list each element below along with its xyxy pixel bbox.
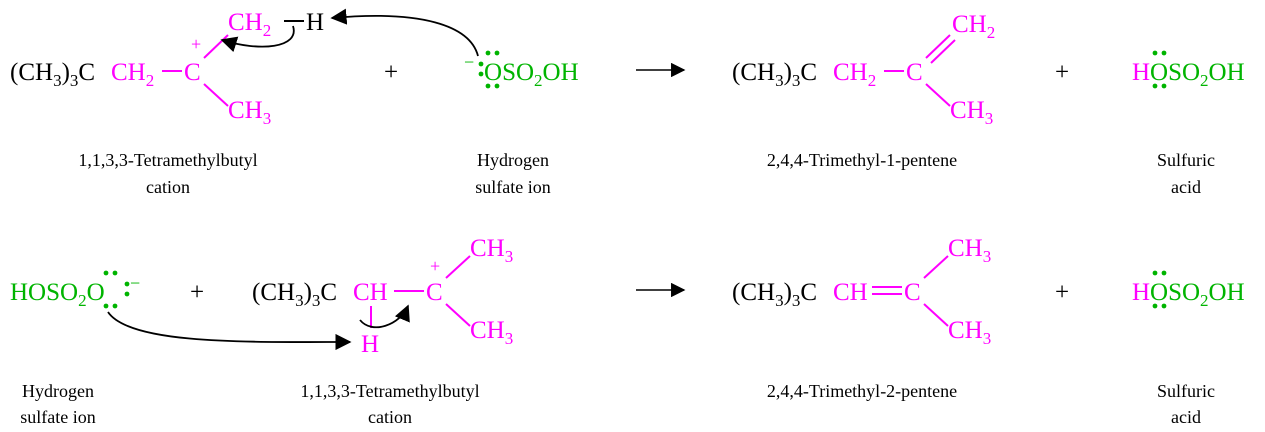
r2-acid-h: H [1132,279,1150,306]
r2-label-product: 2,4,4-Trimethyl-2-pentene [767,381,957,401]
r1-product-top: CH2 [952,11,995,42]
r1-product-double-bond-a [925,34,951,59]
r2-product-tbutyl: (CH3)3C [732,279,817,310]
r1-label-acid-2: acid [1171,177,1201,197]
r1-bond-bottom [203,83,229,107]
r1-acid-h: H [1132,59,1150,86]
r1-product-double-bond-b [930,39,956,64]
r2-acid-rest: OSO2OH [1150,279,1245,310]
r1-acid-rest: OSO2OH [1150,59,1245,90]
r2-arrow-o-to-h [107,311,352,351]
r2-acid-lone-pairs [1152,270,1167,309]
r2-label-anion-1: Hydrogen [22,381,94,401]
r2-product-center: C [904,279,921,306]
r2-anion-lone-pairs [103,270,130,309]
r2-cation-charge: + [430,256,440,276]
r1-cation-tbutyl: (CH3)3C [10,59,95,90]
r1-anion-formula: OSO2OH [484,59,579,90]
r1-anion-charge: − [464,52,474,72]
r2-product-bond-top [923,255,949,279]
r1-plus-2: + [1055,59,1069,86]
r1-acid-lone-pairs [1152,50,1167,89]
r1-cation-bottom: CH3 [228,97,271,128]
r1-product-center: C [906,59,923,86]
r1-cation-center: C [184,59,201,86]
r1-label-acid-1: Sulfuric [1157,150,1215,170]
r2-cation-top: CH3 [470,235,513,266]
r1-label-anion-1: Hydrogen [477,150,549,170]
reaction-1: (CH3)3C CH2 C + CH2 H CH3 + − OSO2OH (C [10,8,1245,197]
r2-label-acid-2: acid [1171,407,1201,427]
r2-product-top: CH3 [948,235,991,266]
r2-product-bottom: CH3 [948,317,991,348]
r1-cation-charge: + [191,34,201,54]
r1-cation-top: CH2 [228,9,271,40]
r2-anion-charge: − [130,273,140,293]
r2-plus-2: + [1055,279,1069,306]
r1-product-bond-bottom [925,83,951,107]
r2-product-bond-bottom [923,303,949,327]
r1-arrow-o-to-h [330,8,479,57]
r1-anion-lone-pairs [478,50,500,89]
r2-bond-bottom [445,303,471,327]
r1-bond-top [203,34,229,59]
r2-cation-ch: CH [353,279,388,306]
r1-product-bottom: CH3 [950,97,993,128]
reaction-2: HOSO2O − + (CH3)3C CH H C + CH3 CH3 (CH3… [10,235,1245,427]
r1-product-tbutyl: (CH3)3C [732,59,817,90]
r2-label-cation-1: 1,1,3,3-Tetramethylbutyl [300,381,479,401]
r2-label-cation-2: cation [368,407,412,427]
r2-product-ch: CH [833,279,868,306]
r2-label-acid-1: Sulfuric [1157,381,1215,401]
r2-cation-bottom: CH3 [470,317,513,348]
r1-label-cation-1: 1,1,3,3-Tetramethylbutyl [78,150,257,170]
r2-cation-center: C [426,279,443,306]
r1-product-ch2: CH2 [833,59,876,90]
r1-hydrogen: H [306,9,324,36]
r2-hydrogen: H [361,331,379,358]
r1-arrow-bond-to-carbon [220,25,295,53]
r2-cation-tbutyl: (CH3)3C [252,279,337,310]
r1-label-anion-2: sulfate ion [475,177,550,197]
r2-arrow-bond-to-double [359,304,410,329]
r2-label-anion-2: sulfate ion [20,407,95,427]
r1-label-cation-2: cation [146,177,190,197]
r1-label-product: 2,4,4-Trimethyl-1-pentene [767,150,957,170]
r2-plus-1: + [190,279,204,306]
r1-cation-ch2: CH2 [111,59,154,90]
r1-plus-1: + [384,59,398,86]
r2-anion-formula: HOSO2O [10,279,105,310]
r2-bond-top [445,255,471,279]
